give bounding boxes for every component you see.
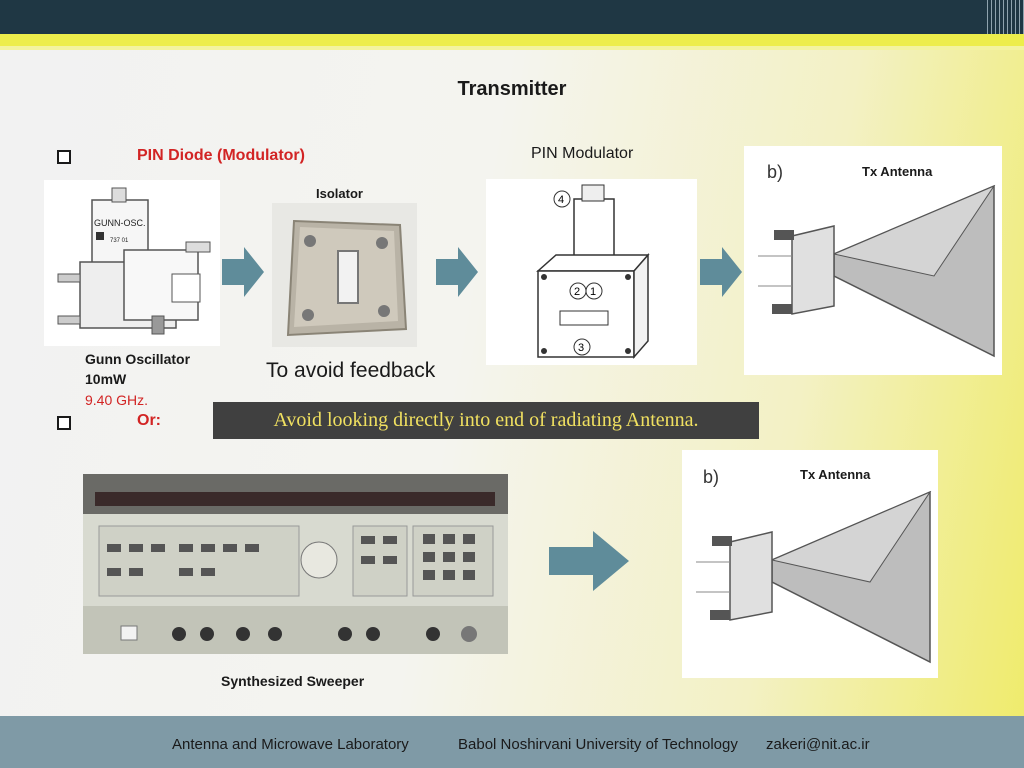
- b-label-top: b): [767, 162, 784, 182]
- yellow-band: [0, 34, 1024, 46]
- or-label: Or:: [137, 412, 161, 429]
- synthesized-sweeper-image: [83, 474, 508, 654]
- checkbox-bullet-icon: [57, 416, 71, 430]
- yellow-band-light: [0, 46, 1024, 50]
- footer-university: Babol Noshirvani University of Technolog…: [458, 736, 738, 753]
- slide-title: Transmitter: [457, 78, 567, 100]
- tx-antenna-image-bottom: [682, 450, 938, 678]
- isolator-label: Isolator: [316, 186, 363, 201]
- isolator-image: [272, 203, 417, 347]
- modulator-num-2: 2: [574, 286, 580, 298]
- b-label-bottom: b): [703, 467, 720, 487]
- checkbox-bullet-icon: [57, 150, 71, 164]
- synthesized-sweeper-label: Synthesized Sweeper: [221, 673, 365, 689]
- pin-modulator-label: PIN Modulator: [531, 145, 634, 162]
- arrow-right-icon: [700, 247, 742, 297]
- modulator-num-1: 1: [590, 286, 596, 298]
- arrow-right-icon: [222, 247, 264, 297]
- gunn-freq-label: 9.40 GHz.: [85, 392, 149, 408]
- warning-banner: Avoid looking directly into end of radia…: [213, 402, 759, 439]
- top-bar: [0, 0, 1024, 34]
- modulator-num-4: 4: [558, 194, 564, 206]
- top-bar-lines: [984, 0, 1024, 34]
- footer-email[interactable]: zakeri@nit.ac.ir: [766, 736, 870, 753]
- footer-lab: Antenna and Microwave Laboratory: [172, 736, 409, 753]
- avoid-feedback-label: To avoid feedback: [266, 359, 436, 382]
- gunn-oscillator-label: Gunn Oscillator: [85, 351, 191, 367]
- gunn-osc-text: GUNN-OSC.: [94, 218, 146, 228]
- tx-antenna-label-top: Tx Antenna: [862, 164, 933, 179]
- tx-antenna-image-top: [744, 146, 1002, 375]
- arrow-right-icon: [549, 531, 629, 591]
- gunn-osc-number: 737 01: [110, 238, 129, 244]
- pin-modulator-image: 4 2 1 3: [486, 179, 697, 365]
- tx-antenna-label-bottom: Tx Antenna: [800, 467, 871, 482]
- pin-diode-label: PIN Diode (Modulator): [137, 147, 305, 164]
- arrow-right-icon: [436, 247, 478, 297]
- footer-bar: [0, 716, 1024, 768]
- gunn-oscillator-image: GUNN-OSC. 737 01: [44, 180, 220, 346]
- modulator-num-3: 3: [578, 342, 584, 354]
- gunn-power-label: 10mW: [85, 371, 127, 387]
